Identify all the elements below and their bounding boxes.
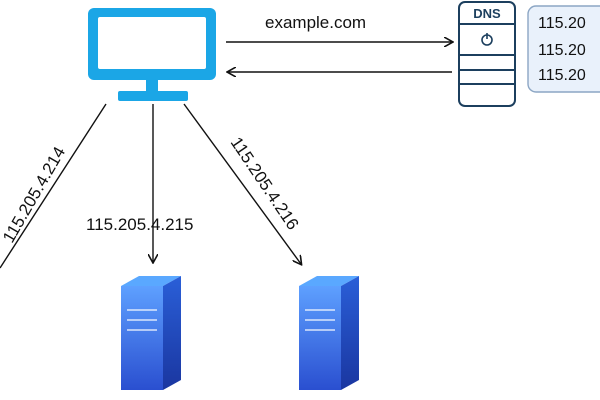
dns-label: DNS (473, 6, 501, 21)
dns-response-ip-2: 115.20 (538, 42, 586, 59)
server-ip-left: 115.205.4.214 (0, 143, 69, 246)
power-icon (481, 33, 493, 46)
arrow-to-right-server (183, 103, 301, 264)
server-tower-icon (121, 276, 181, 390)
query-domain-label: example.com (265, 13, 366, 32)
dns-server-icon (458, 1, 516, 107)
client-computer-icon (88, 8, 216, 101)
arrow-to-left-server (0, 103, 107, 269)
dns-response-ip-3: 115.20 (538, 67, 586, 84)
server-ip-center: 115.205.4.215 (86, 215, 193, 234)
server-tower-icon (299, 276, 359, 390)
server-ip-right: 115.205.4.216 (227, 134, 303, 234)
dns-response-ip-1: 115.20 (538, 15, 586, 32)
dns-response-list (527, 5, 600, 93)
